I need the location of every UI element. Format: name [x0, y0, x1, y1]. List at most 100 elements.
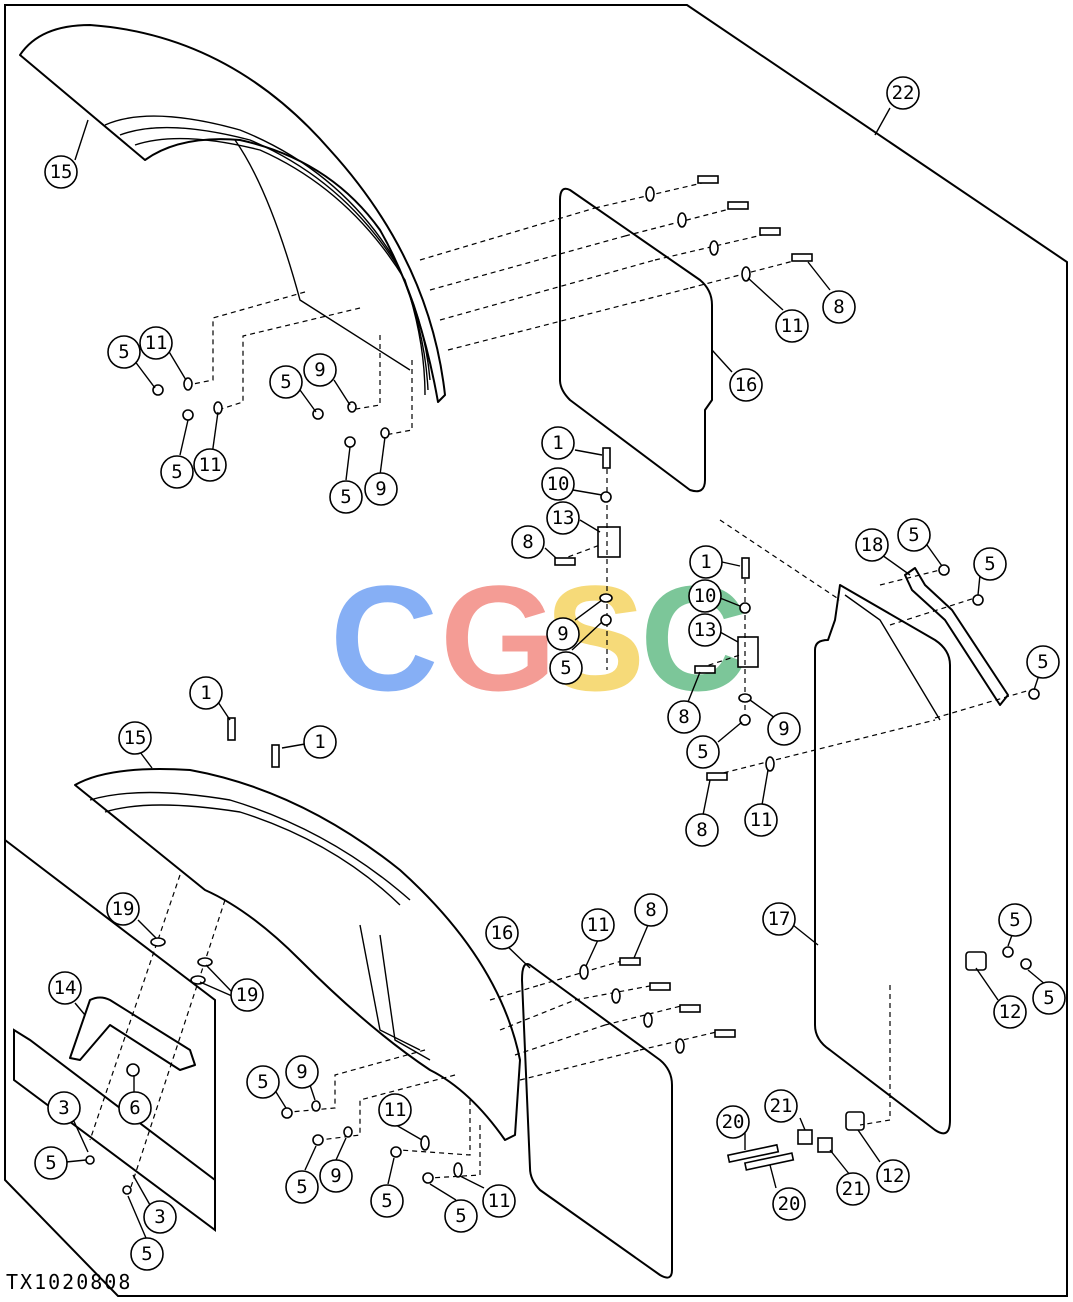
callout: 9 [767, 712, 801, 746]
svg-text:5: 5 [560, 657, 571, 679]
svg-text:5: 5 [1037, 651, 1048, 673]
figure-id: TX1020808 [6, 1270, 133, 1294]
callout: 13 [546, 501, 580, 535]
callout: 3 [47, 1091, 81, 1125]
callout: 20 [716, 1105, 750, 1139]
svg-text:6: 6 [129, 1097, 140, 1119]
bolt [649, 982, 671, 991]
callout: 17 [762, 902, 796, 936]
svg-text:1: 1 [200, 682, 211, 704]
svg-text:1: 1 [314, 731, 325, 753]
callout: 5 [160, 455, 194, 489]
bolt [602, 447, 611, 469]
watermark-letter: G [440, 554, 557, 722]
upper-mud-flap [559, 187, 713, 493]
svg-text:1: 1 [552, 432, 563, 454]
callout: 10 [541, 467, 575, 501]
callout: 16 [729, 368, 763, 402]
svg-text:5: 5 [118, 341, 129, 363]
callout: 10 [688, 579, 722, 613]
svg-text:9: 9 [296, 1061, 307, 1083]
svg-text:10: 10 [694, 585, 717, 607]
callout: 8 [511, 525, 545, 559]
lock-washer [311, 1100, 321, 1112]
callout: 22 [886, 76, 920, 110]
nut [312, 1134, 324, 1146]
nut [122, 1185, 132, 1195]
callout: 12 [876, 1159, 910, 1193]
washer [183, 377, 193, 391]
svg-text:5: 5 [171, 461, 182, 483]
washer [197, 957, 213, 967]
callout: 9 [303, 353, 337, 387]
svg-text:21: 21 [842, 1178, 865, 1200]
lock-washer [738, 693, 752, 703]
callout: 12 [993, 995, 1027, 1029]
callout: 6 [118, 1091, 152, 1125]
callout: 11 [581, 908, 615, 942]
svg-text:15: 15 [124, 727, 147, 749]
lamp-bracket [69, 996, 196, 1071]
grommet [126, 1063, 140, 1077]
svg-text:11: 11 [384, 1099, 407, 1121]
svg-text:8: 8 [678, 706, 689, 728]
callout: 9 [364, 472, 398, 506]
callout: 14 [48, 971, 82, 1005]
svg-text:9: 9 [557, 623, 568, 645]
callout: 5 [329, 480, 363, 514]
callout: 5 [370, 1184, 404, 1218]
callout: 11 [378, 1093, 412, 1127]
nut [281, 1107, 293, 1119]
washer [643, 1012, 653, 1028]
nut [739, 714, 751, 726]
washer [741, 266, 751, 282]
nut [600, 614, 612, 626]
washer [739, 602, 751, 614]
svg-text:3: 3 [154, 1206, 165, 1228]
washer [420, 1135, 430, 1151]
svg-text:9: 9 [314, 359, 325, 381]
nut [972, 594, 984, 606]
frame-outline [4, 4, 1068, 1297]
svg-text:16: 16 [735, 374, 758, 396]
lock-washer [599, 593, 613, 603]
bolt [694, 665, 716, 674]
svg-text:5: 5 [381, 1190, 392, 1212]
svg-text:9: 9 [375, 478, 386, 500]
bolt [706, 772, 728, 781]
washer [709, 240, 719, 256]
svg-text:5: 5 [45, 1152, 56, 1174]
lock-washer [343, 1126, 353, 1138]
callout: 8 [667, 700, 701, 734]
svg-text:8: 8 [833, 296, 844, 318]
bolt [759, 227, 781, 236]
nut [390, 1146, 402, 1158]
callout-leaders [65, 107, 1047, 1239]
pin [743, 1152, 795, 1171]
svg-text:14: 14 [54, 977, 77, 999]
bushing [817, 1137, 833, 1153]
callout: 11 [775, 309, 809, 343]
callout: 8 [634, 893, 668, 927]
svg-text:1: 1 [700, 551, 711, 573]
callout: 5 [444, 1199, 478, 1233]
bolt [619, 957, 641, 966]
callout: 5 [285, 1170, 319, 1204]
upper-fender [19, 24, 446, 403]
bolt [679, 1004, 701, 1013]
callout: 8 [685, 813, 719, 847]
plate [845, 1111, 865, 1131]
callout: 18 [855, 528, 889, 562]
svg-text:19: 19 [112, 898, 135, 920]
svg-text:3: 3 [58, 1097, 69, 1119]
svg-text:5: 5 [141, 1243, 152, 1265]
callout: 5 [897, 518, 931, 552]
svg-text:20: 20 [722, 1111, 745, 1133]
callout: 5 [130, 1237, 164, 1271]
svg-text:11: 11 [488, 1190, 511, 1212]
watermark-letter: C [330, 554, 438, 722]
nut [1028, 688, 1040, 700]
callout: 5 [269, 365, 303, 399]
nut [182, 409, 194, 421]
